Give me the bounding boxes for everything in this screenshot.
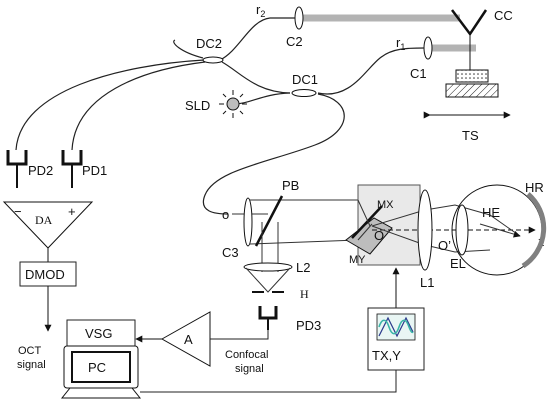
sld-source: SLD bbox=[185, 90, 247, 118]
label-h: H bbox=[300, 287, 309, 301]
lens-l2 bbox=[243, 262, 293, 272]
fiber-network: DC2 DC1 bbox=[15, 17, 425, 215]
confocal-amplifier: A Confocal signal bbox=[135, 311, 269, 375]
label-l1: L1 bbox=[420, 275, 434, 290]
label-oct-signal-1: OCT bbox=[18, 345, 42, 357]
lens-c3 bbox=[243, 197, 253, 247]
lens-c2 bbox=[294, 6, 304, 30]
da-minus-sign: − bbox=[14, 204, 22, 219]
eye-lens-el bbox=[455, 204, 469, 256]
label-oct-signal-2: signal bbox=[17, 359, 46, 371]
label-el: EL bbox=[450, 256, 466, 271]
label-pd2: PD2 bbox=[28, 163, 53, 178]
reference-arm: TS CC C2 C1 r2 r1 bbox=[256, 2, 513, 143]
label-o: o bbox=[222, 207, 229, 222]
label-c2: C2 bbox=[286, 34, 303, 49]
computer: VSG PC bbox=[60, 319, 142, 399]
label-sld: SLD bbox=[185, 98, 210, 113]
label-ts: TS bbox=[462, 128, 479, 143]
sld-icon bbox=[226, 97, 240, 111]
pd1-icon bbox=[61, 150, 83, 166]
label-r2: r2 bbox=[256, 2, 265, 19]
beamsplitter-pb bbox=[254, 195, 284, 247]
retina-hr bbox=[521, 192, 547, 269]
pc-base bbox=[60, 387, 142, 399]
coupler-dc2 bbox=[202, 56, 224, 64]
translation-stage-top bbox=[455, 69, 489, 83]
txy-sine-wave bbox=[378, 319, 414, 335]
label-l2: L2 bbox=[296, 260, 310, 275]
label-confocal-1: Confocal bbox=[225, 349, 268, 361]
pd3-icon bbox=[258, 306, 278, 320]
label-da: DA bbox=[35, 213, 53, 227]
label-pd1: PD1 bbox=[82, 163, 107, 178]
pd2-icon bbox=[6, 150, 28, 166]
label-o-center: O bbox=[374, 228, 384, 243]
eye-and-axis: z L1 O’ EL HE HR bbox=[371, 180, 547, 290]
scanner-unit: MX MY O bbox=[345, 184, 421, 266]
coupler-dc1 bbox=[291, 89, 317, 97]
txy-triangle-wave bbox=[378, 316, 414, 338]
differential-amplifier bbox=[2, 201, 94, 249]
label-confocal-2: signal bbox=[235, 363, 264, 375]
label-pc: PC bbox=[88, 360, 106, 375]
label-vsg: VSG bbox=[85, 326, 112, 341]
label-he: HE bbox=[482, 205, 500, 220]
scan-generator: TX,Y bbox=[140, 267, 425, 393]
label-pb: PB bbox=[282, 178, 299, 193]
label-c3: C3 bbox=[222, 245, 239, 260]
balanced-detection: PD2 PD1 − + DA DMOD OCT signal bbox=[2, 150, 107, 371]
label-dmod: DMOD bbox=[25, 267, 65, 282]
label-my: MY bbox=[349, 254, 366, 266]
label-pd3: PD3 bbox=[296, 318, 321, 333]
label-cc: CC bbox=[494, 8, 513, 23]
sample-arm: o C3 PB L2 H PD3 bbox=[222, 178, 359, 333]
label-dc2: DC2 bbox=[196, 36, 222, 51]
mirror-mx bbox=[351, 205, 383, 239]
label-c1: C1 bbox=[410, 66, 427, 81]
lens-l1 bbox=[417, 189, 433, 271]
pc-screen bbox=[71, 351, 131, 383]
label-dc1: DC1 bbox=[292, 72, 318, 87]
da-plus-sign: + bbox=[68, 204, 76, 219]
translation-stage-base bbox=[445, 83, 499, 98]
label-a: A bbox=[184, 332, 193, 347]
lens-c1 bbox=[423, 36, 433, 60]
vsg-box bbox=[66, 319, 136, 347]
label-o-prime: O’ bbox=[438, 238, 451, 253]
label-r1: r1 bbox=[396, 35, 405, 52]
label-txy: TX,Y bbox=[372, 348, 401, 363]
label-mx: MX bbox=[377, 199, 394, 211]
label-hr: HR bbox=[525, 180, 544, 195]
corner-cube bbox=[451, 9, 488, 37]
